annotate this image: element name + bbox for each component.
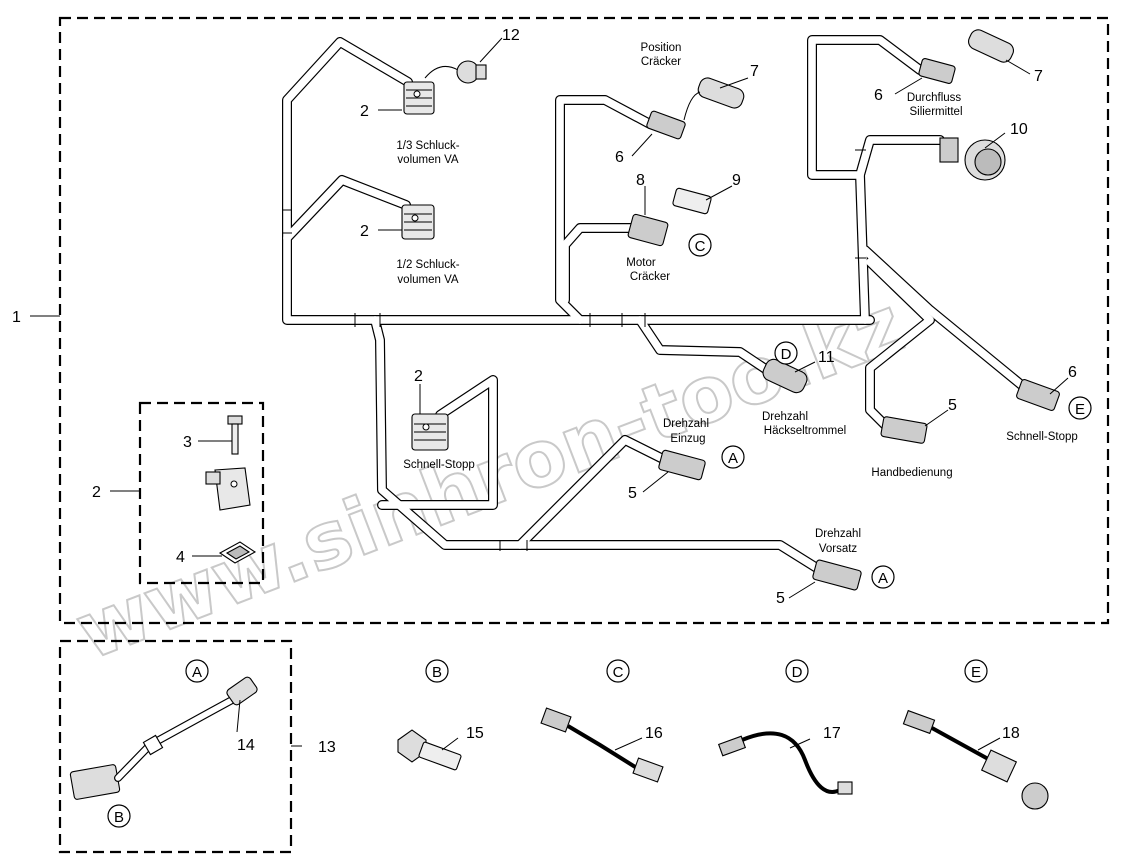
valve-connector-icon [411,413,449,451]
callout-8: 8 [636,172,645,189]
callout-7-durchfluss: 7 [1034,68,1043,85]
callout-11: 11 [818,349,835,366]
marker-c-motor: C [695,238,706,255]
callout-numbers: 1 2 3 4 2 2 2 12 7 6 8 9 7 6 10 11 6 5 5… [12,27,1077,756]
callout-5-vorsatz: 5 [776,590,785,607]
callout-6-position: 6 [615,149,624,166]
callout-2-top: 2 [360,103,369,120]
label-schluck13-line1: 1/3 Schluck- [396,140,459,152]
callout-16: 16 [645,725,663,742]
callout-7-position: 7 [750,63,759,80]
label-schluck12-line2: volumen VA [397,274,458,286]
callout-6-schnell: 6 [1068,364,1077,381]
callout-5-einzug: 5 [628,485,637,502]
callout-5-hand: 5 [948,397,957,414]
label-durchfluss-line2: Siliermittel [909,106,962,118]
round-connector-icon [939,137,1006,181]
callout-10: 10 [1010,121,1028,138]
valve-connector-icon [205,467,251,511]
frame-kit-13 [58,639,293,854]
valve-connector-icon [401,204,435,240]
connector-plug-icon [880,416,928,444]
circle-markers [107,233,1092,828]
wire-harness [282,35,1035,575]
marker-a-kit: A [192,664,202,681]
connector-plug-icon [627,187,712,247]
callout-6-durchfluss: 6 [874,87,883,104]
bolt-icon [227,415,243,455]
connector-plug-icon [646,77,745,140]
label-handbedienung: Handbedienung [871,467,952,479]
marker-e-kit: E [971,664,981,681]
callout-13: 13 [318,739,336,756]
adapter-cable-icon [540,707,664,783]
plug-icon [424,60,487,84]
label-schnellstopp-valve: Schnell-Stopp [403,459,475,471]
callout-2-detail: 2 [92,484,101,501]
label-motor-line2: Cräcker [630,271,670,283]
label-motor-line1: Motor [626,257,656,269]
label-schluck13-line2: volumen VA [397,154,458,166]
label-schluck12-line1: 1/2 Schluck- [396,259,459,271]
label-vorsatz-line1: Drehzahl [815,528,861,540]
marker-d-trommel: D [781,346,792,363]
adapter-cable-icon [397,729,462,771]
callout-4: 4 [176,549,185,566]
leader-lines [30,37,1069,751]
marker-b-kit-inner: B [114,809,124,826]
connector-plug-icon [918,29,1014,84]
callout-3: 3 [183,434,192,451]
marker-c-kit: C [613,664,624,681]
label-position-line1: Position [641,42,682,54]
component-labels: 1/3 Schluck- volumen VA 1/2 Schluck- vol… [396,42,1077,555]
circle-marker-letters: A A C D E A B B C D E [114,238,1085,826]
connector-plug-icon [1016,379,1060,411]
connector-plug-icon [812,559,862,591]
adapter-cable-icon [717,731,853,795]
callout-15: 15 [466,725,484,742]
label-position-line2: Cräcker [641,56,681,68]
callout-2-schnell: 2 [414,368,423,385]
gasket-icon [218,541,257,564]
callout-1: 1 [12,309,21,326]
marker-d-kit: D [792,664,803,681]
marker-a-vorsatz: A [878,570,888,587]
marker-e-schnellstopp: E [1075,401,1085,418]
label-trommel-line1: Drehzahl [762,411,808,423]
label-einzug-line2: Einzug [670,433,705,445]
callout-14: 14 [237,737,255,754]
adapter-cable-icon [902,709,1049,810]
callout-12: 12 [502,27,520,44]
label-trommel-line2: Häckseltrommel [764,425,846,437]
adapter-cable-icon [69,676,258,800]
callout-2-mid: 2 [360,223,369,240]
label-vorsatz-line2: Vorsatz [819,543,858,555]
callout-18: 18 [1002,725,1020,742]
marker-b-kit: B [432,664,442,681]
frame-valve-detail [138,401,265,585]
valve-connector-icon [403,81,435,115]
label-einzug-line1: Drehzahl [663,418,709,430]
label-durchfluss-line1: Durchfluss [907,92,962,104]
connector-plug-icon [762,358,808,394]
label-schnellstopp-right: Schnell-Stopp [1006,431,1078,443]
frame-main [58,16,1110,625]
marker-a-einzug: A [728,450,738,467]
callout-17: 17 [823,725,841,742]
callout-9: 9 [732,172,741,189]
connector-plug-icon [658,449,706,481]
